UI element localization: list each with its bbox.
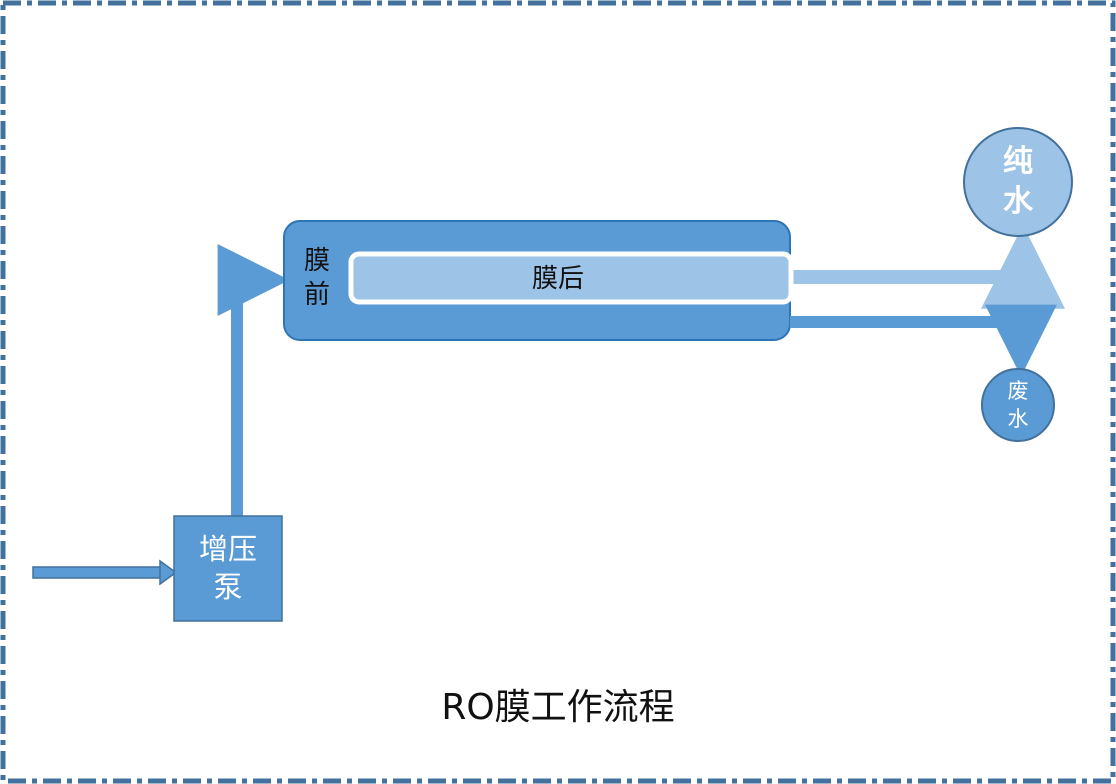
pre-membrane-label: 膜前 <box>303 246 330 310</box>
post-membrane-label: 膜后 <box>531 264 584 294</box>
pump-to-membrane-pipe <box>217 244 290 517</box>
pure-water-tank <box>963 127 1073 237</box>
pure-water-pipe <box>785 224 1065 309</box>
booster-pump-label: 增压泵 <box>198 532 257 604</box>
post-membrane-tube <box>348 251 794 305</box>
waste-water-label: 废水 <box>1007 379 1029 431</box>
pure-water-label: 纯水 <box>1003 144 1033 219</box>
diagram-title: RO膜工作流程 <box>441 687 675 728</box>
waste-water-tank <box>981 368 1055 442</box>
waste-water-pipe <box>790 304 1057 377</box>
inlet-arrow <box>32 559 178 586</box>
booster-pump-box <box>173 515 283 622</box>
